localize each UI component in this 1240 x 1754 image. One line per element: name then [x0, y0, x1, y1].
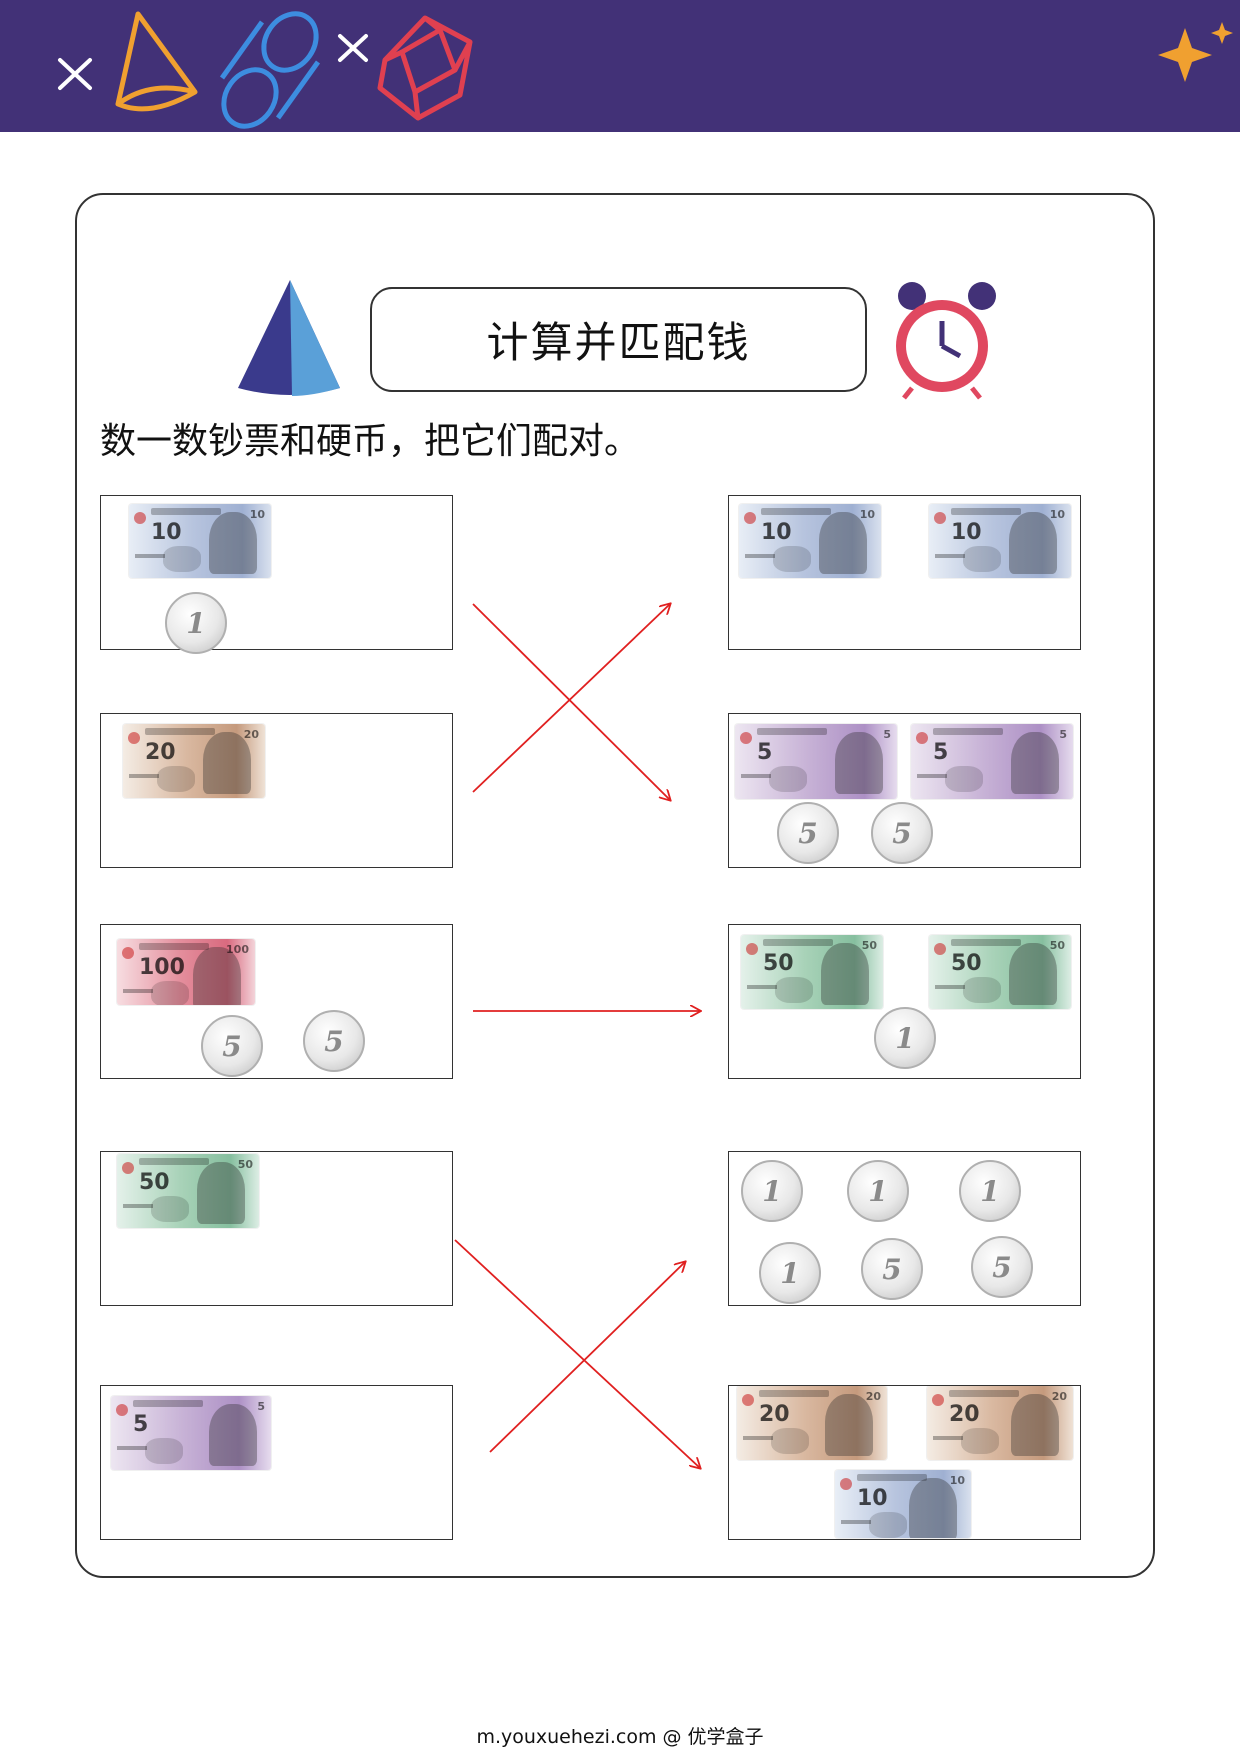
- cylinder-icon: [219, 11, 321, 129]
- banknote-20: 20 20: [927, 1386, 1073, 1460]
- cone-icon: [115, 11, 198, 112]
- coin-1: 1: [959, 1160, 1021, 1222]
- cube-icon: [377, 15, 473, 121]
- banknote-corner-value: 5: [257, 1400, 265, 1413]
- banknote-20: 20 20: [737, 1386, 887, 1460]
- coin-5: 5: [861, 1238, 923, 1300]
- banknote-corner-value: 10: [249, 508, 265, 521]
- banknote-10: 10 10: [929, 504, 1071, 578]
- coin-1: 1: [874, 1007, 936, 1069]
- banknote-corner-value: 20: [243, 728, 259, 741]
- banknote-50: 50 50: [117, 1154, 259, 1228]
- worksheet-card: [75, 193, 1155, 1578]
- banknote-5: 5 5: [735, 724, 897, 799]
- banknote-5: 5 5: [911, 724, 1073, 799]
- banknote-100: 100 100: [117, 939, 255, 1005]
- coin-1: 1: [759, 1242, 821, 1304]
- right-box-1: 10 10 10 10: [728, 495, 1081, 650]
- star-icon: [1158, 22, 1233, 82]
- right-box-5: 20 20 20 20 10 10: [728, 1385, 1081, 1540]
- banknote-corner-value: 5: [883, 728, 891, 741]
- banknote-10: 10 10: [835, 1470, 971, 1538]
- banknote-corner-value: 50: [861, 939, 877, 952]
- banknote-50: 50 50: [929, 935, 1071, 1009]
- coin-5: 5: [971, 1236, 1033, 1298]
- coin-1: 1: [847, 1160, 909, 1222]
- right-box-4: 1 1 1 1 5 5: [728, 1151, 1081, 1306]
- left-box-5: 5 5: [100, 1385, 453, 1540]
- left-box-4: 50 50: [100, 1151, 453, 1306]
- banknote-corner-value: 10: [949, 1474, 965, 1487]
- coin-5: 5: [303, 1010, 365, 1072]
- header-banner: [0, 0, 1240, 132]
- banknote-10: 10 10: [129, 504, 271, 578]
- banknote-10: 10 10: [739, 504, 881, 578]
- coin-1: 1: [741, 1160, 803, 1222]
- coin-1: 1: [165, 592, 227, 654]
- banknote-corner-value: 5: [1059, 728, 1067, 741]
- banknote-corner-value: 20: [1051, 1390, 1067, 1403]
- banknote-corner-value: 100: [226, 943, 249, 956]
- banknote-5: 5 5: [111, 1396, 271, 1470]
- left-box-2: 20 20: [100, 713, 453, 868]
- banknote-corner-value: 50: [237, 1158, 253, 1171]
- coin-5: 5: [871, 802, 933, 864]
- cone-illustration-icon: [238, 280, 340, 396]
- instruction-text: 数一数钞票和硬币，把它们配对。: [100, 421, 641, 462]
- coin-5: 5: [777, 802, 839, 864]
- right-box-2: 5 5 5 5 5 5: [728, 713, 1081, 868]
- coin-5: 5: [201, 1015, 263, 1077]
- sparkle-icon: [338, 34, 368, 62]
- left-box-1: 10 10 1: [100, 495, 453, 654]
- page-title: 计算并匹配钱: [370, 287, 867, 392]
- footer-source: m.youxuehezi.com @ 优学盒子: [476, 1726, 764, 1748]
- banknote-50: 50 50: [741, 935, 883, 1009]
- banknote-20: 20 20: [123, 724, 265, 798]
- banknote-corner-value: 20: [865, 1390, 881, 1403]
- banknote-corner-value: 10: [859, 508, 875, 521]
- right-box-3: 50 50 50 50 1: [728, 924, 1081, 1079]
- left-box-3: 100 100 5 5: [100, 924, 453, 1079]
- banknote-corner-value: 10: [1049, 508, 1065, 521]
- sparkle-icon: [58, 58, 92, 90]
- banknote-corner-value: 50: [1049, 939, 1065, 952]
- alarm-clock-icon: [896, 282, 996, 400]
